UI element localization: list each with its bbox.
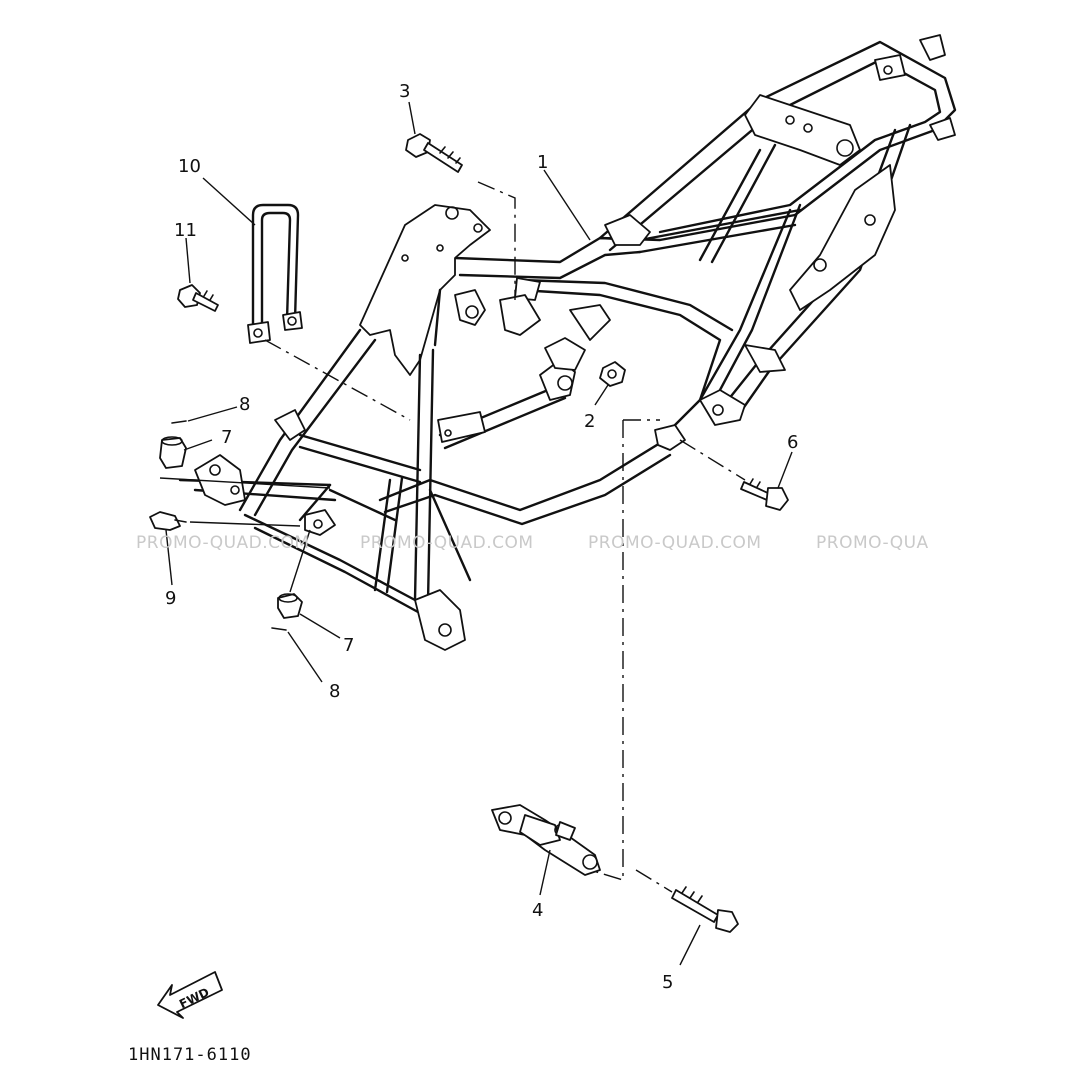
grease-nipple-part-9 [149, 511, 187, 531]
callout-7-lower: 7 [343, 635, 354, 656]
callout-10: 10 [178, 156, 201, 177]
watermark-text: PROMO-QUAD.COM [136, 533, 310, 553]
circlip-part-8-upper [171, 420, 187, 424]
callout-1: 1 [537, 152, 548, 173]
collar-part-7-upper [159, 436, 187, 469]
u-strap-part-10 [247, 203, 303, 344]
callout-4: 4 [532, 900, 543, 921]
callout-9: 9 [165, 588, 176, 609]
forward-direction-arrow: FWD [157, 971, 223, 1019]
watermark: PROMO-QUAD.COM PROMO-QUAD.COM PROMO-QUAD… [136, 533, 929, 553]
callout-6: 6 [787, 432, 798, 453]
watermark-text: PROMO-QUAD.COM [588, 533, 762, 553]
nut-part-2 [599, 361, 626, 387]
circlip-part-8-lower [271, 627, 287, 631]
callout-2: 2 [584, 411, 595, 432]
leader-lines [165, 101, 793, 966]
watermark-text: PROMO-QUAD.COM [360, 533, 534, 553]
callout-5: 5 [662, 972, 673, 993]
assembly-lines [159, 181, 746, 893]
callout-11: 11 [174, 220, 197, 241]
bolt-part-5 [671, 886, 739, 933]
callout-3: 3 [399, 81, 410, 102]
callout-8-lower: 8 [329, 681, 340, 702]
watermark-text: PROMO-QUA [816, 533, 929, 553]
callout-7-upper: 7 [221, 427, 232, 448]
callout-8-upper: 8 [239, 394, 250, 415]
bolt-part-6 [740, 478, 789, 511]
bolt-part-11 [177, 284, 219, 312]
drawing-code: 1HN171-6110 [128, 1045, 252, 1065]
callout-labels: 1 2 3 4 5 6 7 7 8 8 9 10 11 [165, 81, 798, 993]
collar-part-7-lower [277, 593, 303, 619]
engine-bracket-part-4 [491, 804, 601, 876]
main-frame [178, 34, 957, 651]
bolt-part-3 [405, 133, 463, 173]
